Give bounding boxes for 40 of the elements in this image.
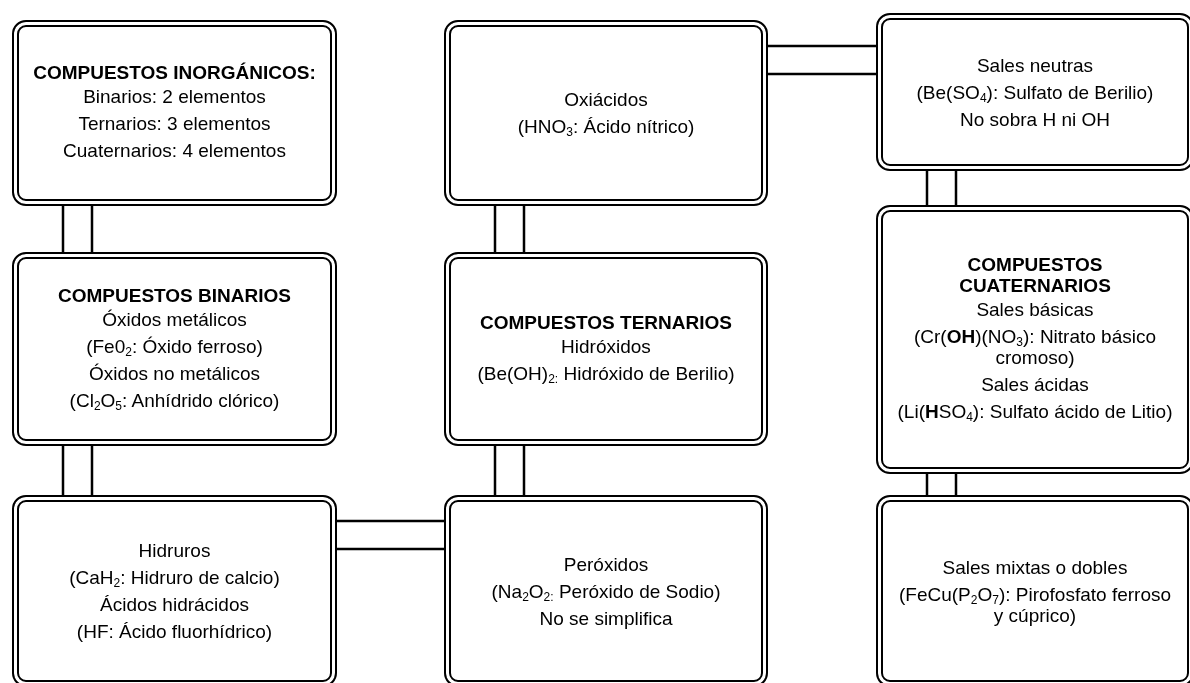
- box-text: Cuaternarios: 4 elementos: [63, 140, 286, 161]
- box-text: (HF: Ácido fluorhídrico): [76, 621, 273, 642]
- box-text: Hidróxidos: [561, 335, 651, 357]
- box-text: (Cr(OH)(NO$_{3}$): Nitrato básico cromoso): [912, 326, 1158, 368]
- box-text: (Na$_{2}$O$_{2:}$ Peróxido de Sodio): [491, 580, 721, 602]
- box-text: No se simplifica: [539, 607, 673, 629]
- box-text: (HNO$_{3}$: Ácido nítrico): [517, 116, 695, 137]
- box-text: Oxiácidos: [564, 89, 648, 110]
- category-box: [876, 495, 1190, 683]
- box-text: (Be(SO$_{4}$): Sulfato de Berilio): [916, 81, 1154, 103]
- category-box: [444, 252, 768, 446]
- box-text: Peróxidos: [563, 553, 649, 575]
- box-text: No sobra H ni OH: [960, 108, 1110, 130]
- box-text: Hidruros: [138, 540, 211, 561]
- box-text: Ternarios: 3 elementos: [78, 113, 271, 134]
- box-heading: COMPUESTOS INORGÁNICOS:: [33, 62, 316, 83]
- category-box: [12, 20, 337, 206]
- box-text: Sales neutras: [976, 54, 1094, 76]
- box-text: Óxidos metálicos: [102, 308, 247, 330]
- category-box: [876, 13, 1190, 171]
- box-text: (FeCu(P$_{2}$O$_{7}$): Pirofosfato ferroso y cúprico): [897, 583, 1173, 626]
- box-text: (Be(OH)$_{2:}$ Hidróxido de Berilio): [477, 362, 735, 384]
- box-heading: COMPUESTOS TERNARIOS: [480, 311, 732, 333]
- box-heading: COMPUESTOS CUATERNARIOS: [958, 254, 1112, 296]
- category-box: [876, 205, 1190, 474]
- box-text: Sales mixtas o dobles: [942, 556, 1128, 578]
- box-text: (Li(HSO$_{4}$): Sulfato ácido de Litio): [897, 401, 1173, 422]
- box-heading: COMPUESTOS BINARIOS: [58, 284, 291, 306]
- box-text: (Cl$_{2}$O$_{5}$: Anhídrido clórico): [69, 389, 280, 411]
- box-text: Sales ácidas: [981, 374, 1089, 395]
- box-text: Sales básicas: [976, 299, 1094, 320]
- box-text: Binarios: 2 elementos: [83, 86, 266, 107]
- category-box: [444, 495, 768, 683]
- box-text: (CaH$_{2}$: Hidruro de calcio): [69, 567, 280, 588]
- box-text: (Fe0$_{2}$: Óxido ferroso): [86, 335, 263, 357]
- category-box: [444, 20, 768, 206]
- category-box: [12, 252, 337, 446]
- box-text: Óxidos no metálicos: [88, 362, 261, 384]
- box-text: Ácidos hidrácidos: [100, 594, 249, 615]
- category-box: [12, 495, 337, 683]
